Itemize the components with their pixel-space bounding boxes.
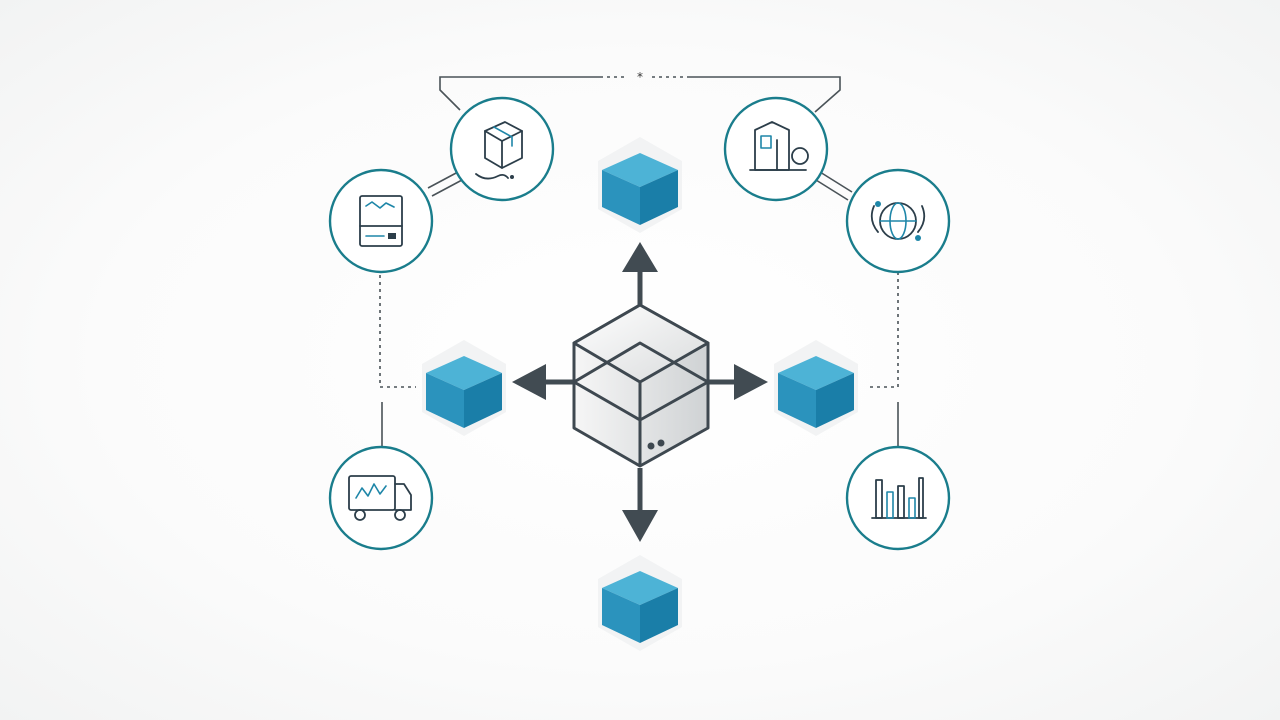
- side-links: [379, 272, 899, 448]
- arrow-up: [622, 242, 658, 312]
- cube-node-top: [598, 137, 682, 233]
- global-network-icon: [845, 168, 951, 274]
- cube-node-bottom: [598, 555, 682, 651]
- top-bracket: *: [439, 70, 841, 113]
- bar-chart-icon: [845, 445, 951, 551]
- pair-links: [427, 171, 853, 201]
- delivery-truck-icon: [328, 445, 434, 551]
- package-icon: [449, 96, 555, 202]
- arrow-right: [702, 364, 768, 400]
- warehouse-icon: [723, 96, 829, 202]
- arrow-down: [622, 468, 658, 542]
- storage-box-icon: [328, 168, 434, 274]
- central-hub-cube: [572, 303, 710, 468]
- link-icon: [647, 439, 665, 450]
- bracket-star-mark: *: [637, 70, 643, 84]
- cube-node-left: [422, 340, 506, 436]
- cube-node-right: [774, 340, 858, 436]
- arrow-left: [512, 364, 578, 400]
